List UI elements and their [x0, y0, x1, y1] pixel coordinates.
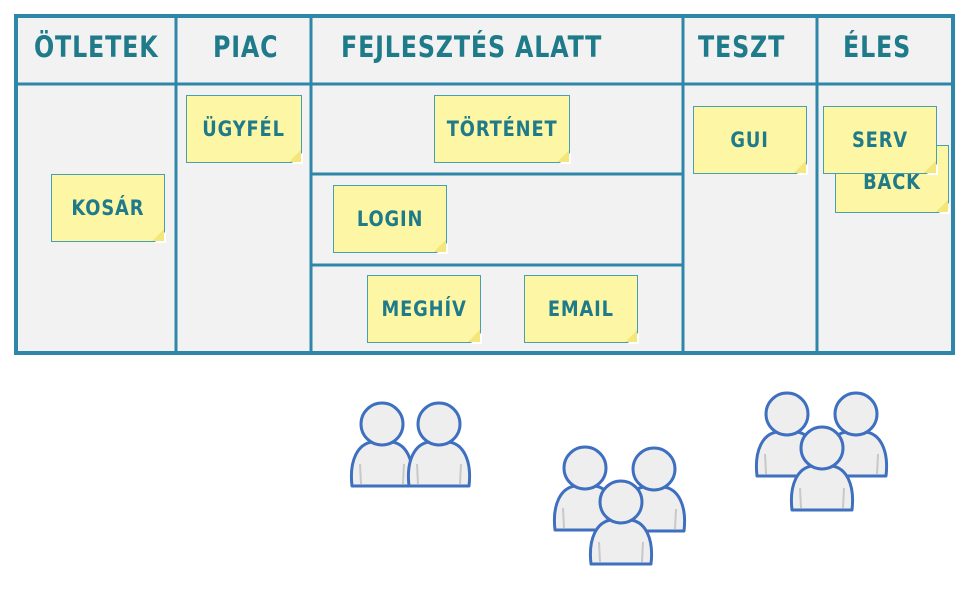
card-meghiv[interactable]: MEGHÍV: [367, 275, 482, 344]
column-header-eles: ÉLES: [843, 30, 912, 64]
card-serv[interactable]: SERV: [823, 106, 938, 175]
card-kosar[interactable]: KOSÁR: [51, 174, 166, 243]
card-label: BACK: [863, 170, 921, 194]
kanban-board: ÖTLETEK PIAC FEJLESZTÉS ALATT TESZT ÉLES…: [14, 14, 955, 355]
card-label: TÖRTÉNET: [446, 117, 558, 141]
card-label: MEGHÍV: [381, 297, 467, 321]
column-header-teszt: TESZT: [698, 30, 786, 64]
team-3: [754, 391, 889, 512]
column-header-otletek: ÖTLETEK: [34, 30, 159, 64]
card-tortenet[interactable]: TÖRTÉNET: [434, 95, 571, 164]
card-label: KOSÁR: [71, 196, 145, 220]
board-grid: [14, 14, 955, 355]
person-icon: [406, 401, 472, 488]
person-icon: [349, 401, 415, 488]
column-header-piac: PIAC: [213, 30, 279, 64]
card-label: SERV: [851, 128, 909, 152]
card-label: LOGIN: [356, 207, 424, 231]
card-label: GUI: [730, 128, 770, 152]
card-label: EMAIL: [547, 297, 615, 321]
card-gui[interactable]: GUI: [693, 106, 808, 175]
team-1: [349, 401, 472, 488]
card-ugyfel[interactable]: ÜGYFÉL: [186, 95, 303, 164]
card-label: ÜGYFÉL: [202, 117, 286, 141]
card-email[interactable]: EMAIL: [524, 275, 639, 344]
team-2: [552, 445, 687, 566]
card-login[interactable]: LOGIN: [333, 185, 448, 254]
column-header-fejlesztes-alatt: FEJLESZTÉS ALATT: [341, 30, 603, 64]
